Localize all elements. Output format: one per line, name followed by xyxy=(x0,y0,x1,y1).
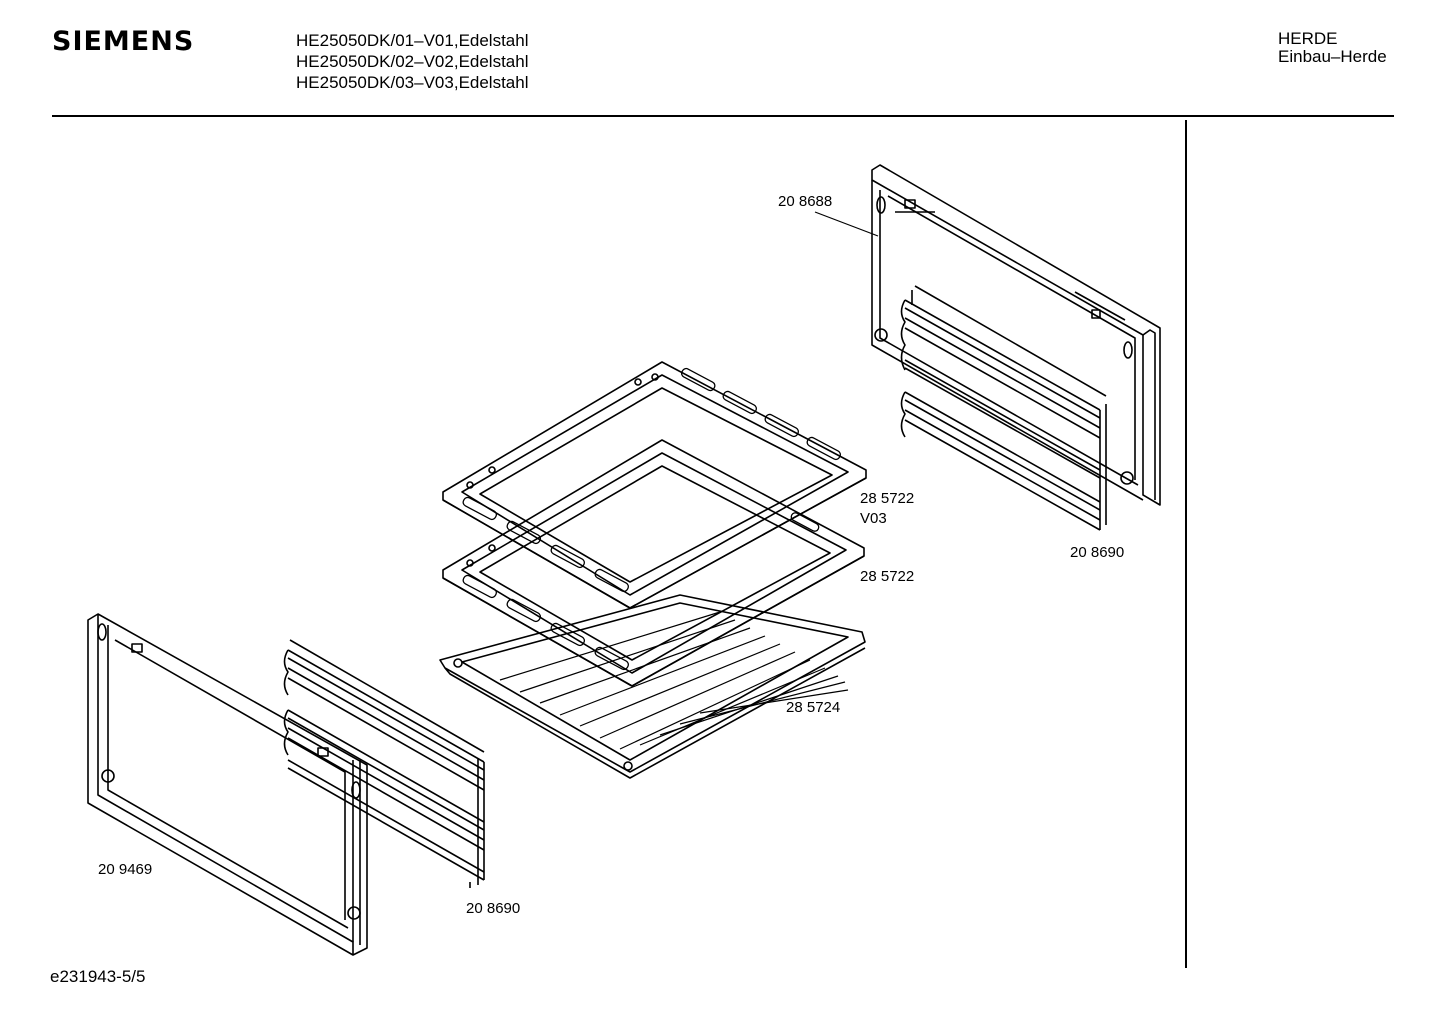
label-tray-lower: 28 5722 xyxy=(860,568,914,585)
leader-line-rear-frame xyxy=(814,211,879,237)
drawing-code: e231943-5/5 xyxy=(50,967,146,986)
tray-upper-part xyxy=(442,361,867,609)
category-block: HERDE Einbau–Herde xyxy=(1278,30,1387,66)
front-frame-part xyxy=(87,613,368,956)
model-line-3: HE25050DK/03–V03,Edelstahl xyxy=(296,73,529,92)
rail-set-right xyxy=(900,285,1107,531)
side-divider xyxy=(1185,120,1187,968)
model-line-2: HE25050DK/02–V02,Edelstahl xyxy=(296,52,529,71)
label-rail-left: 20 8690 xyxy=(466,900,520,917)
label-grill-rack: 28 5724 xyxy=(786,699,840,716)
tray-lower-part xyxy=(442,439,865,687)
label-rail-right: 20 8690 xyxy=(1070,544,1124,561)
model-list: HE25050DK/01–V01,Edelstahl HE25050DK/02–… xyxy=(296,30,529,93)
category-title: HERDE xyxy=(1278,29,1338,48)
grill-rack-part xyxy=(439,594,866,779)
label-tray-upper-variant: V03 xyxy=(860,510,887,527)
rail-set-left xyxy=(283,639,485,888)
siemens-logo: SIEMENS xyxy=(52,26,195,57)
label-rear-frame: 20 8688 xyxy=(778,193,832,210)
label-front-frame: 20 9469 xyxy=(98,861,152,878)
header-divider xyxy=(52,115,1394,117)
label-tray-upper: 28 5722 xyxy=(860,490,914,507)
rear-frame-part xyxy=(871,164,1161,506)
category-subtitle: Einbau–Herde xyxy=(1278,47,1387,66)
model-line-1: HE25050DK/01–V01,Edelstahl xyxy=(296,31,529,50)
